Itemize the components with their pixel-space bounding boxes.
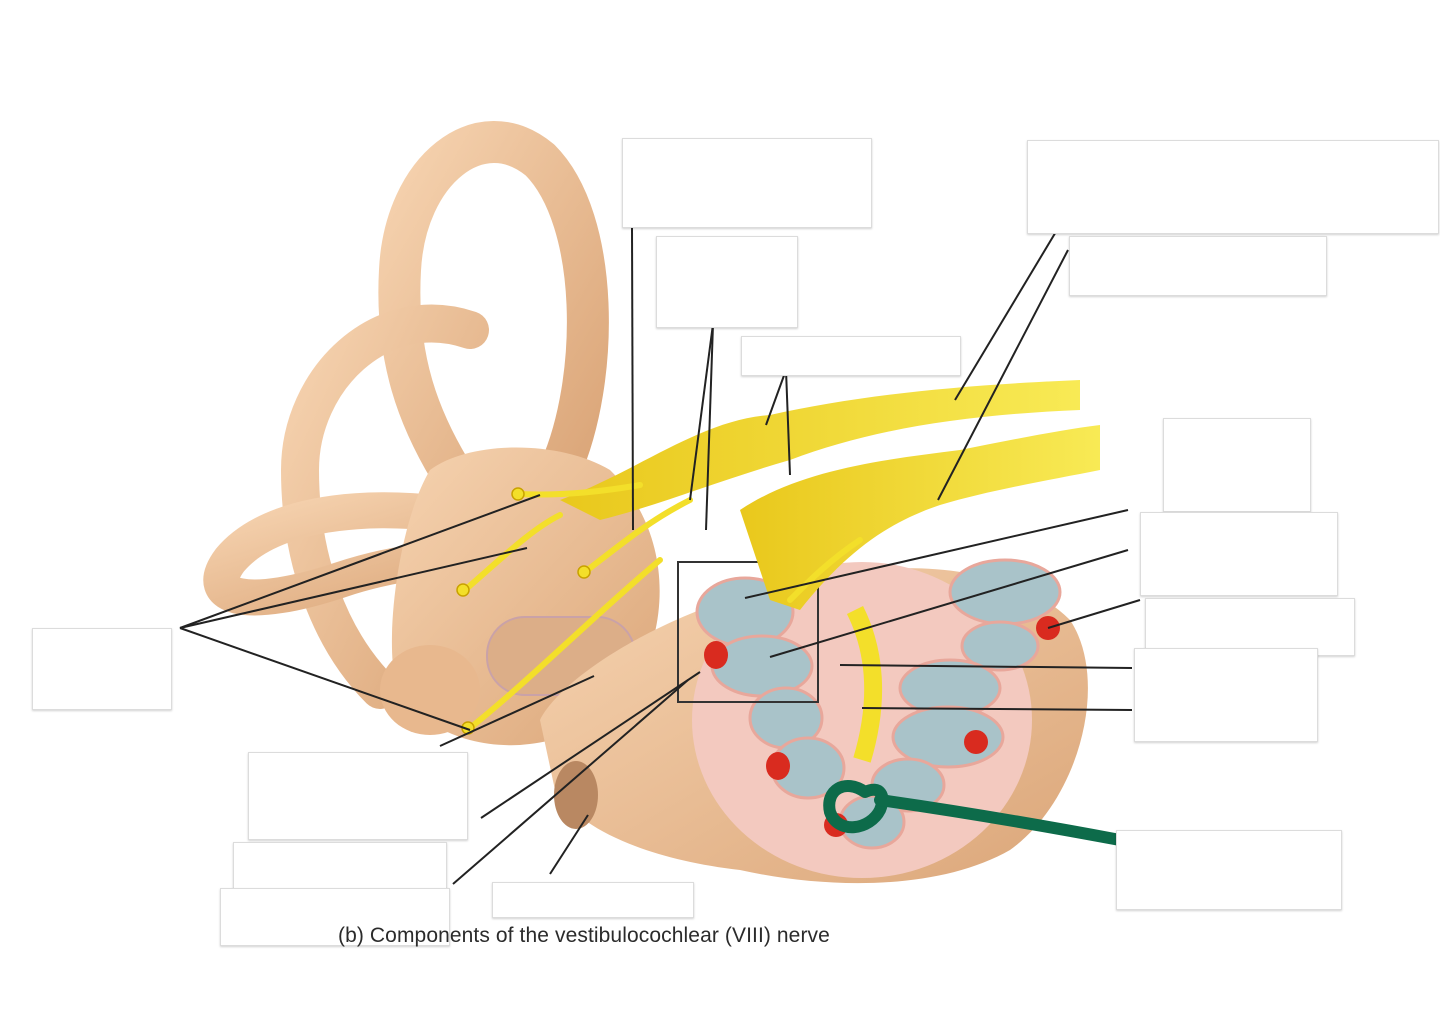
label-box-7[interactable] bbox=[1140, 512, 1338, 596]
label-box-1[interactable] bbox=[622, 138, 872, 228]
spiral-organ-marks bbox=[704, 616, 1060, 837]
label-box-5[interactable] bbox=[741, 336, 961, 376]
leader-lines bbox=[179, 224, 1141, 885]
label-box-6[interactable] bbox=[1163, 418, 1311, 512]
label-box-13[interactable] bbox=[220, 888, 450, 946]
inset-box bbox=[677, 561, 819, 703]
label-box-4[interactable] bbox=[1069, 236, 1327, 296]
label-box-10[interactable] bbox=[1134, 648, 1318, 742]
anterior-canal bbox=[378, 121, 609, 491]
label-box-11[interactable] bbox=[248, 752, 468, 840]
label-box-9[interactable] bbox=[32, 628, 172, 710]
label-box-2[interactable] bbox=[1027, 140, 1439, 234]
vestibular-nerve bbox=[560, 380, 1080, 520]
vestibulocochlear-nerve bbox=[456, 380, 1100, 735]
figure-caption: (b) Components of the vestibulocochlear … bbox=[338, 924, 830, 947]
label-box-15[interactable] bbox=[1116, 830, 1342, 910]
posterior-canal bbox=[280, 304, 489, 709]
round-window bbox=[554, 761, 598, 829]
cochlea bbox=[540, 558, 1088, 884]
label-box-14[interactable] bbox=[492, 882, 694, 918]
label-box-12[interactable] bbox=[233, 842, 447, 890]
label-box-3[interactable] bbox=[656, 236, 798, 328]
